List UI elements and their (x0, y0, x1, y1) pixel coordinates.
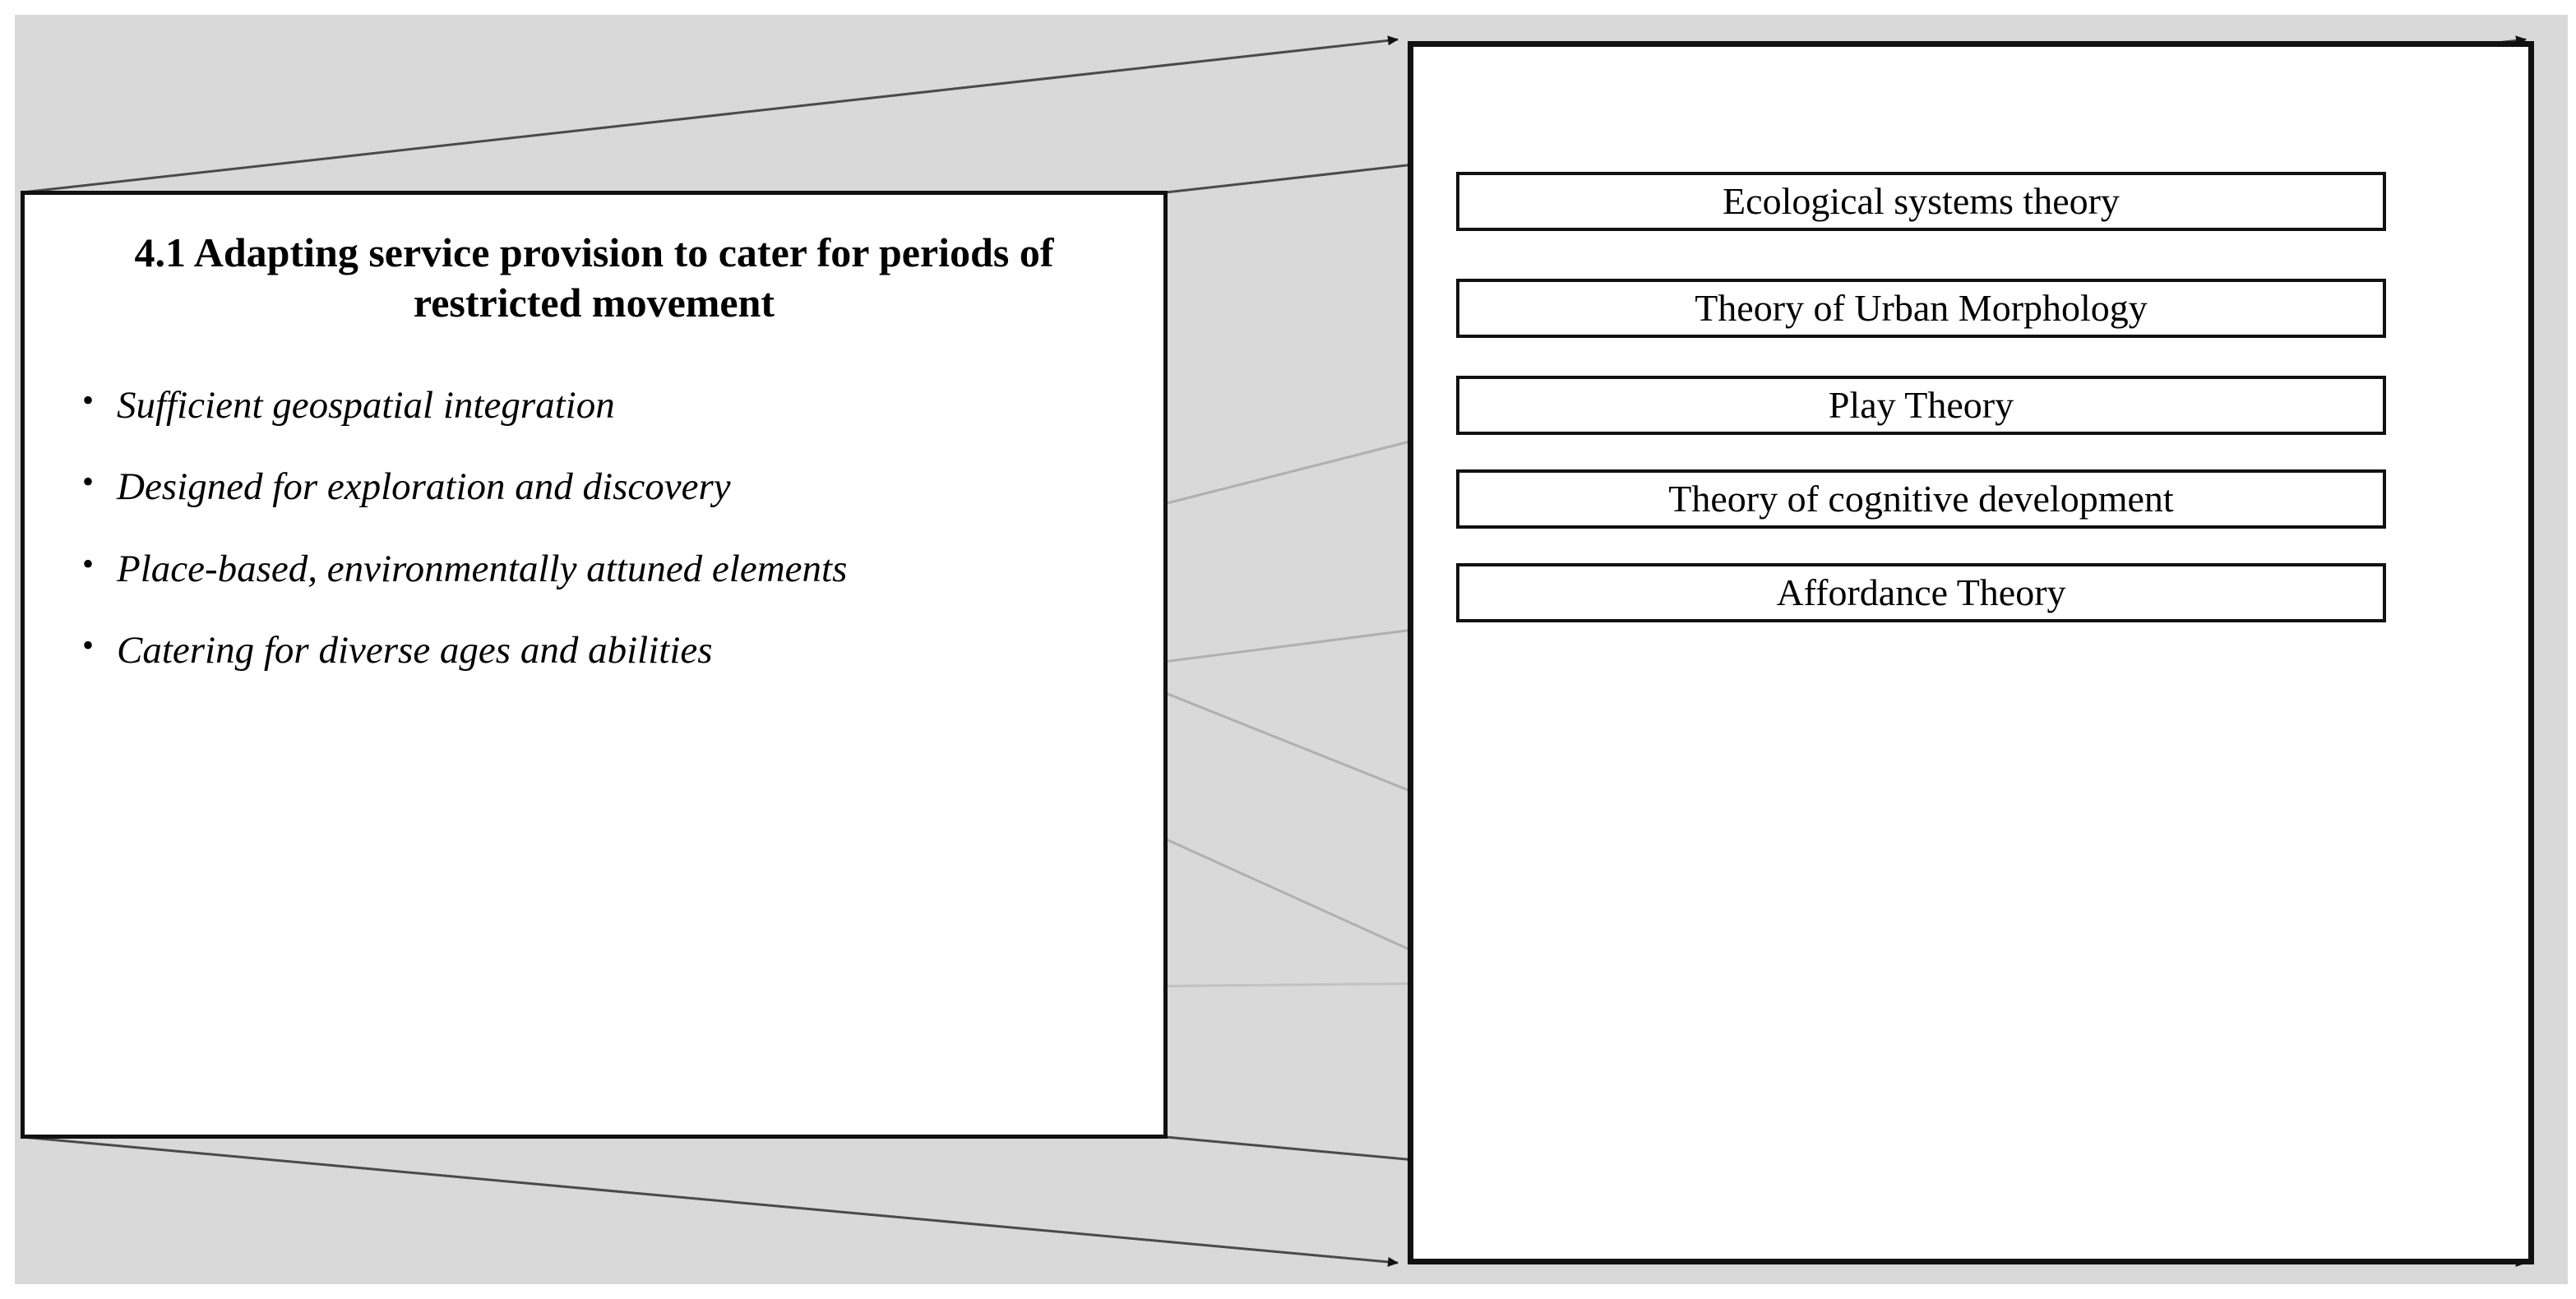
bullet-text: Catering for diverse ages and abilities (117, 628, 713, 672)
theory-box-label: Play Theory (1828, 384, 2014, 426)
source-panel: 4.1 Adapting service provision to cater … (21, 191, 1168, 1139)
theory-box-label: Theory of Urban Morphology (1695, 287, 2148, 329)
bullet-text: Place-based, environmentally attuned ele… (117, 547, 848, 590)
list-item: Catering for diverse ages and abilities (82, 626, 1131, 674)
theory-box-ecological-systems-theory: Ecological systems theory (1456, 172, 2386, 231)
bullet-text: Designed for exploration and discovery (117, 465, 731, 509)
list-item: Designed for exploration and discovery (82, 462, 1131, 511)
theory-box-theory-of-cognitive-development: Theory of cognitive development (1456, 469, 2386, 529)
list-item: Place-based, environmentally attuned ele… (82, 544, 1131, 593)
theory-box-label: Ecological systems theory (1723, 180, 2120, 222)
theory-box-label: Theory of cognitive development (1668, 478, 2174, 520)
panel-title: 4.1 Adapting service provision to cater … (134, 229, 1054, 326)
theory-box-affordance-theory: Affordance Theory (1456, 563, 2386, 622)
bullet-text: Sufficient geospatial integration (117, 384, 615, 427)
theory-panel: Ecological systems theory Theory of Urba… (1408, 41, 2534, 1264)
theory-box-play-theory: Play Theory (1456, 376, 2386, 435)
theory-box-theory-of-urban-morphology: Theory of Urban Morphology (1456, 279, 2386, 338)
theory-box-label: Affordance Theory (1776, 571, 2066, 613)
list-item: Sufficient geospatial integration (82, 381, 1131, 429)
bullet-list: Sufficient geospatial integration Design… (25, 381, 1163, 674)
